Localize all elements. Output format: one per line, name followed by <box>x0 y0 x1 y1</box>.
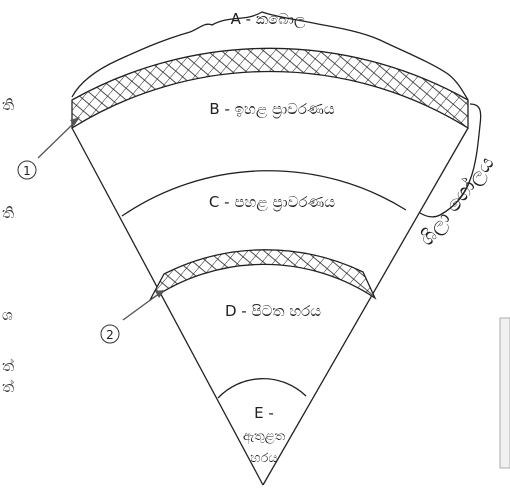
arrow-2 <box>122 290 165 321</box>
marker-2-text: 2 <box>106 328 114 342</box>
edge-fragment-5: ත් <box>2 378 14 396</box>
label-inner-core-3: හරය <box>250 451 277 466</box>
label-upper-mantle: B - ඉහළ ප්‍රාවරණය <box>209 100 334 119</box>
marker-2-circle <box>100 324 120 344</box>
sector-left-edge <box>71 127 264 486</box>
crust-layer <box>71 11 469 101</box>
lithosphere-brace <box>419 103 482 218</box>
label-crust: A - කබොල <box>231 10 306 28</box>
marker-1-circle <box>17 160 37 180</box>
edge-fragment-4: ත් <box>2 357 14 375</box>
sector-right-edge <box>262 127 469 486</box>
arrow-1 <box>37 117 80 159</box>
edge-fragment-3: ශ <box>2 306 13 324</box>
label-lower-mantle: C - පහළ ප්‍රාවරණය <box>209 193 335 212</box>
label-inner-core-2: ඇතුළත <box>243 429 286 444</box>
label-outer-core: D - පිටත හරය <box>225 302 321 320</box>
inner-core-boundary <box>217 378 307 399</box>
marker-1-text: 1 <box>23 164 31 178</box>
lower-hatched-band <box>149 249 377 301</box>
edge-fragment-1: ති <box>2 96 14 114</box>
edge-fragment-2: ති <box>2 204 14 222</box>
upper-lower-mantle-boundary <box>121 170 407 217</box>
label-inner-core-1: E - <box>254 404 274 422</box>
lithosphere-side-label: ශිලා ගෝලය <box>414 151 499 250</box>
upper-hatched-band <box>71 47 469 130</box>
right-page-edge <box>499 317 510 469</box>
